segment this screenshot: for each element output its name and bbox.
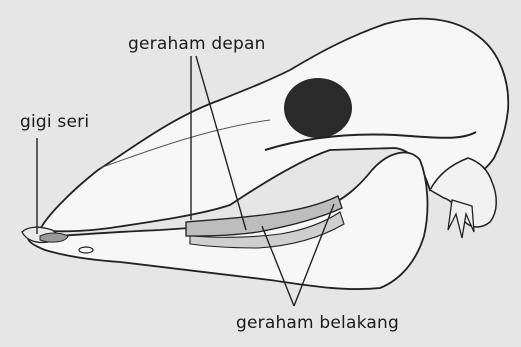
skull-posterior-teeth — [448, 200, 474, 238]
label-incisor: gigi seri — [20, 112, 89, 132]
label-molar: geraham belakang — [236, 313, 399, 333]
label-premolar: geraham depan — [128, 34, 266, 54]
eye-socket — [284, 78, 352, 138]
skull-cranium — [40, 19, 508, 232]
